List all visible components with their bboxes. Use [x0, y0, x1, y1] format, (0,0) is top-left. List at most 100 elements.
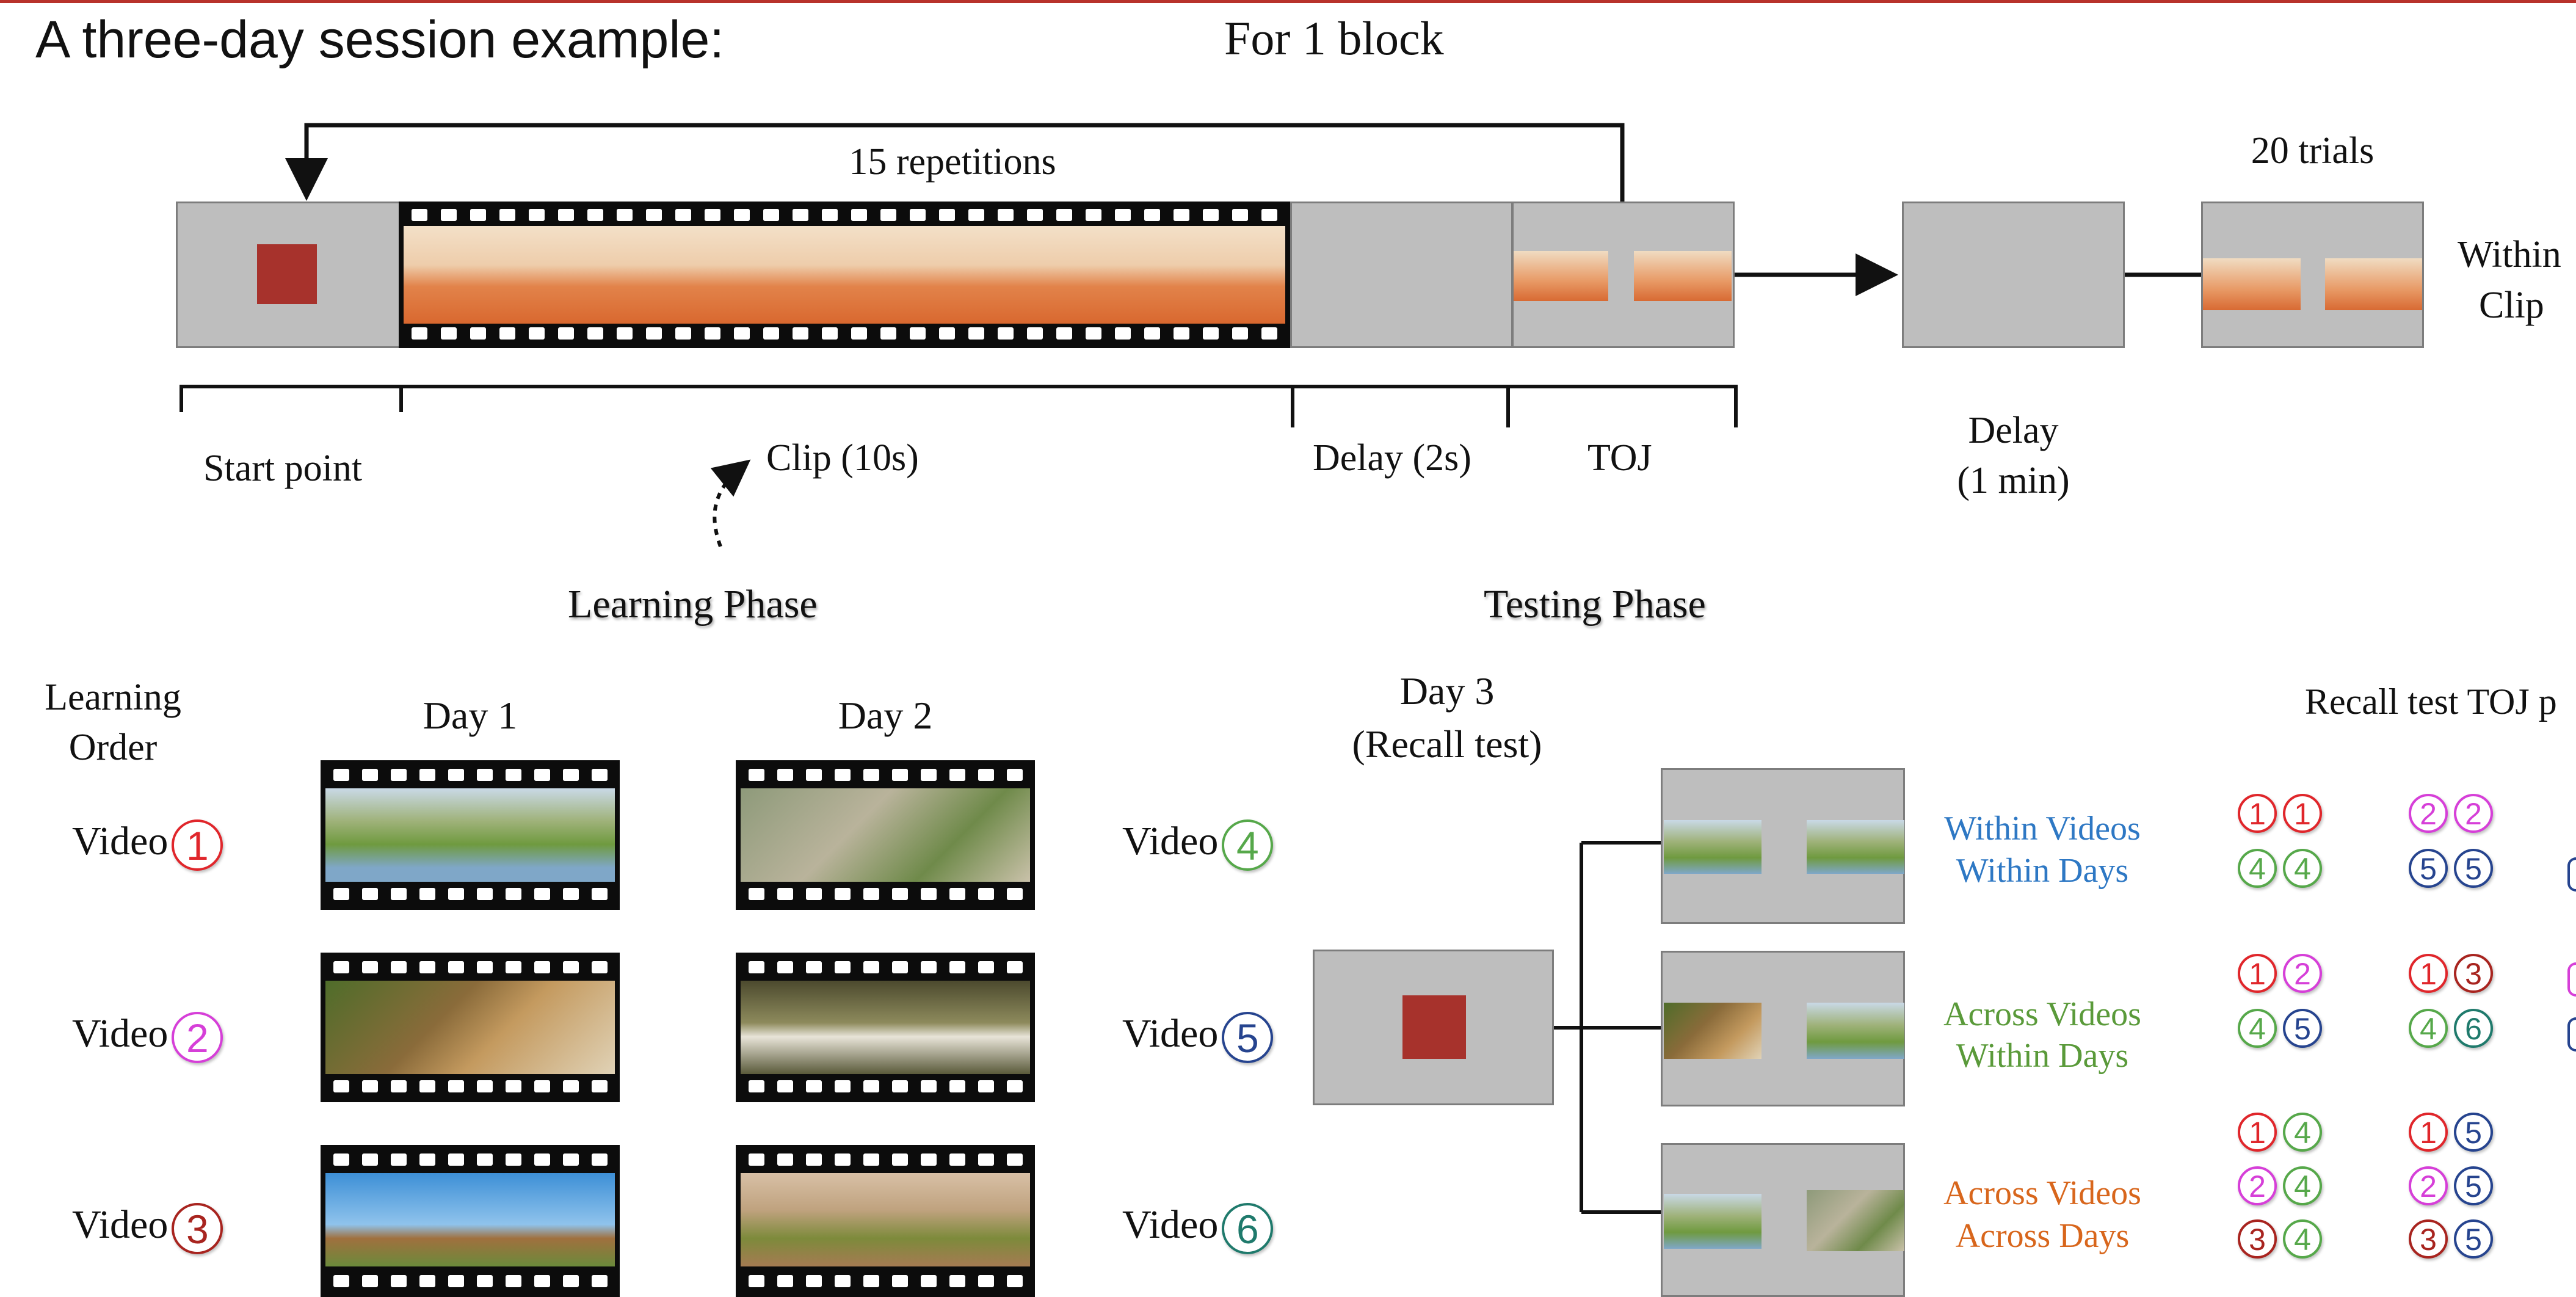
pair-badge: 4 — [2238, 1009, 2277, 1048]
video-number-badge: 1 — [172, 819, 223, 871]
toj-frame-left — [1514, 251, 1608, 301]
cond1-label-2: Within Days — [1956, 852, 2129, 890]
day3-label-2: (Recall test) — [1352, 722, 1542, 766]
page-title: A three-day session example: — [35, 10, 725, 69]
within-label-1: Within — [2458, 234, 2561, 275]
pair-badge: 4 — [2283, 1113, 2322, 1152]
day1-label: Day 1 — [423, 694, 518, 737]
video-number-badge: 6 — [1222, 1202, 1274, 1254]
monkey-image — [325, 981, 615, 1074]
clip-label: Clip (10s) — [766, 437, 919, 479]
giraffe-clip-image — [404, 226, 1285, 324]
cropped-badge-edge — [2567, 1017, 2576, 1052]
cond1-frame-left — [1664, 820, 1761, 874]
toj-label: TOJ — [1587, 437, 1652, 479]
cond1-frame-right — [1807, 820, 1904, 874]
cond2-frame-left — [1664, 1003, 1761, 1059]
start-point-box — [176, 202, 402, 348]
video-word: Video — [72, 819, 169, 863]
across-videos-within-days-box — [1661, 951, 1905, 1106]
across-days-box — [1661, 1143, 1905, 1297]
video-4-filmstrip — [736, 760, 1035, 910]
long-delay-label-1: Delay — [1968, 410, 2059, 451]
cond2-label-2: Within Days — [1956, 1037, 2129, 1075]
cropped-badge-edge — [2567, 962, 2576, 997]
video-word: Video — [1122, 819, 1219, 863]
video-6-filmstrip — [736, 1145, 1035, 1297]
cond3-frame-left — [1664, 1194, 1761, 1249]
pair-badge: 1 — [2409, 954, 2448, 993]
pair-badge: 4 — [2238, 849, 2277, 888]
repeat-loop-arrow — [285, 123, 1625, 202]
clip-dotted-arrow — [710, 459, 751, 548]
pair-badge: 5 — [2454, 1219, 2493, 1259]
trials-label: 20 trials — [2251, 130, 2375, 172]
pair-badge: 2 — [2283, 954, 2322, 993]
within-clip-box — [2201, 202, 2424, 348]
cond2-frame-right — [1807, 1003, 1904, 1059]
video-word: Video — [1122, 1011, 1219, 1056]
pair-badge: 4 — [2283, 849, 2322, 888]
fixation-square — [257, 244, 317, 304]
day3-label-1: Day 3 — [1399, 669, 1495, 713]
video-word: Video — [72, 1202, 169, 1247]
within-label-2: Clip — [2479, 285, 2544, 326]
hippo-image — [325, 788, 615, 882]
cond2-label-1: Across Videos — [1943, 995, 2141, 1033]
long-delay-box — [1902, 202, 2125, 348]
cond3-label-1: Across Videos — [1943, 1174, 2141, 1212]
within-frame-left — [2203, 258, 2301, 310]
testing-phase-label: Testing Phase — [1484, 582, 1706, 627]
video-number-badge: 4 — [1222, 819, 1274, 871]
video-number-badge: 3 — [172, 1202, 223, 1254]
pair-badge: 1 — [2238, 954, 2277, 993]
pair-badge: 5 — [2454, 1166, 2493, 1205]
pair-badge: 5 — [2283, 1009, 2322, 1048]
pair-badge: 2 — [2238, 1166, 2277, 1205]
top-rule — [0, 0, 2576, 3]
within-videos-box — [1661, 768, 1905, 924]
cond3-label-2: Across Days — [1955, 1217, 2130, 1255]
pair-badge: 1 — [2238, 1113, 2277, 1152]
learning-order-label-1: Learning — [45, 677, 181, 718]
block-label: For 1 block — [1224, 12, 1444, 65]
recall-start-box — [1313, 950, 1554, 1105]
toj-frame-right — [1634, 251, 1732, 301]
pair-badge: 5 — [2409, 849, 2448, 888]
pair-badge: 1 — [2283, 794, 2322, 833]
pair-badge: 5 — [2454, 849, 2493, 888]
pair-badge: 2 — [2454, 794, 2493, 833]
pair-badge: 3 — [2454, 954, 2493, 993]
long-delay-label-2: (1 min) — [1957, 460, 2070, 501]
recall-fixation-square — [1402, 995, 1466, 1059]
pair-badge: 2 — [2409, 1166, 2448, 1205]
video-word: Video — [72, 1011, 169, 1056]
pair-badge: 4 — [2283, 1166, 2322, 1205]
video-5-filmstrip — [736, 953, 1035, 1102]
video-number-badge: 2 — [172, 1011, 223, 1063]
delay-box — [1290, 202, 1513, 348]
clip-filmstrip — [399, 202, 1290, 348]
day2-label: Day 2 — [838, 694, 933, 737]
pair-badge: 1 — [2409, 1113, 2448, 1152]
giraffes-image — [325, 1173, 615, 1266]
within-frame-right — [2325, 258, 2422, 310]
meerkat-image — [741, 1173, 1030, 1266]
